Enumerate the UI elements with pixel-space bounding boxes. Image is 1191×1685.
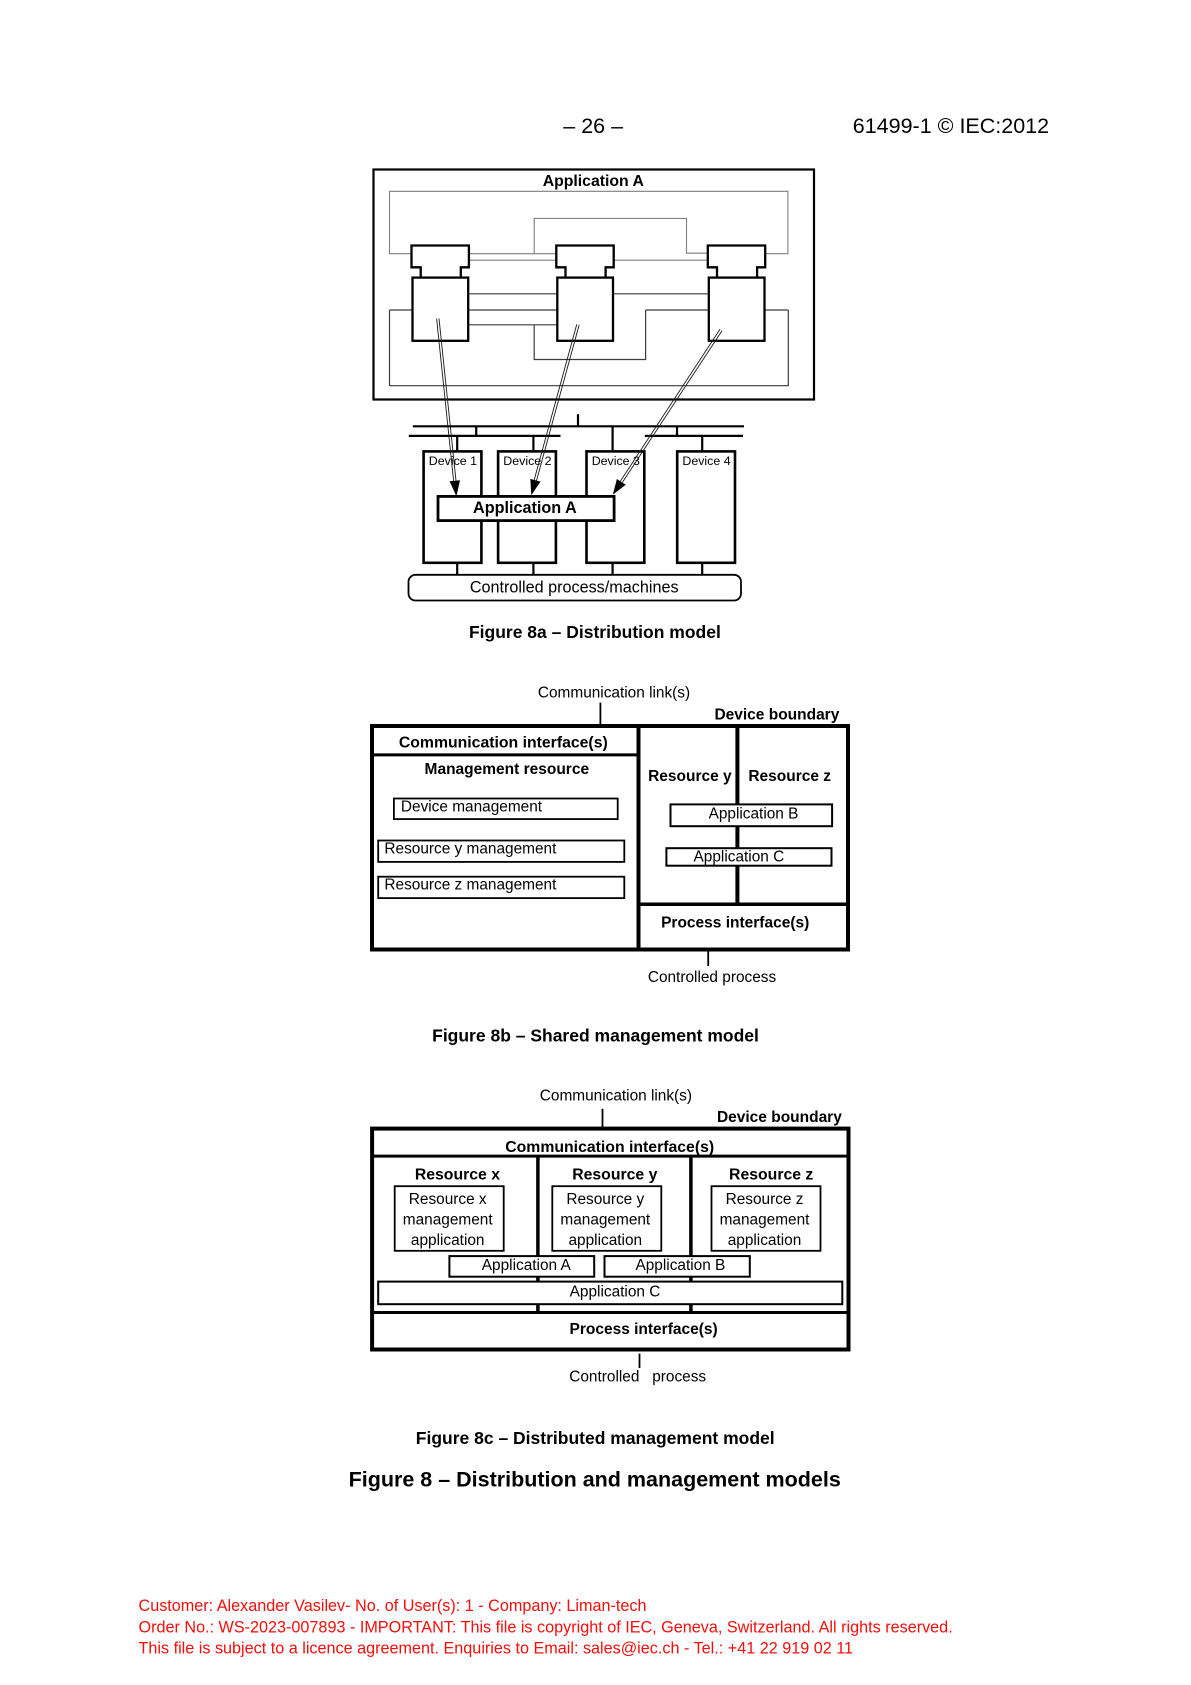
svg-text:Controlled process: Controlled process [569,1368,706,1385]
svg-text:Resource x: Resource x [415,1167,500,1184]
svg-text:Resource z management: Resource z management [384,877,557,894]
svg-text:management: management [403,1211,494,1228]
svg-text:This file is subject to a lice: This file is subject to a licence agreem… [139,1640,854,1658]
svg-text:Controlled process: Controlled process [648,969,777,986]
svg-text:Resource z: Resource z [726,1191,804,1208]
svg-text:Process interface(s): Process interface(s) [570,1321,718,1338]
svg-text:Application C: Application C [570,1284,661,1301]
svg-text:Communication interface(s): Communication interface(s) [505,1139,714,1156]
svg-text:Device boundary: Device boundary [714,706,839,723]
svg-text:Figure 8b – Shared management: Figure 8b – Shared management model [432,1026,759,1046]
svg-text:Order No.: WS-2023-007893 - IM: Order No.: WS-2023-007893 - IMPORTANT: T… [139,1618,953,1636]
svg-text:Application B: Application B [635,1257,725,1274]
svg-text:Management resource: Management resource [425,761,590,778]
svg-text:61499-1 © IEC:2012: 61499-1 © IEC:2012 [853,114,1049,138]
svg-text:Process interface(s): Process interface(s) [661,914,809,931]
svg-text:application: application [411,1232,485,1249]
svg-text:Device 1: Device 1 [429,454,477,468]
svg-text:Resource x: Resource x [409,1191,487,1208]
svg-text:Application B: Application B [709,806,799,823]
svg-text:Device 2: Device 2 [503,454,551,468]
svg-text:Figure 8 – Distribution and ma: Figure 8 – Distribution and management m… [349,1467,841,1491]
svg-text:Application A: Application A [543,173,644,190]
svg-text:Device 3: Device 3 [592,454,640,468]
svg-text:management: management [560,1211,651,1228]
svg-text:application: application [569,1232,643,1249]
svg-text:management: management [720,1211,811,1228]
svg-text:Application C: Application C [694,849,785,866]
svg-text:Resource z: Resource z [729,1167,813,1184]
svg-text:– 26 –: – 26 – [563,114,623,138]
svg-text:Resource y: Resource y [648,768,732,785]
svg-text:Communication interface(s): Communication interface(s) [399,735,608,752]
svg-text:Resource y: Resource y [566,1191,644,1208]
svg-text:application: application [728,1232,802,1249]
svg-text:Device management: Device management [401,799,543,816]
svg-text:Resource y: Resource y [572,1167,657,1184]
svg-text:Figure 8a – Distribution model: Figure 8a – Distribution model [469,622,721,642]
svg-text:Resource z: Resource z [748,768,831,785]
svg-text:Figure 8c – Distributed manage: Figure 8c – Distributed management model [416,1428,775,1448]
svg-text:Controlled process/machines: Controlled process/machines [470,579,679,597]
svg-text:Device boundary: Device boundary [717,1109,842,1126]
svg-text:Customer: Alexander Vasilev- N: Customer: Alexander Vasilev- No. of User… [139,1597,647,1615]
svg-text:Application A: Application A [473,499,577,517]
svg-text:Resource y management: Resource y management [384,841,557,858]
svg-text:Communication link(s): Communication link(s) [540,1087,692,1104]
svg-text:Device 4: Device 4 [682,454,730,468]
svg-text:Communication link(s): Communication link(s) [538,684,690,701]
svg-text:Application A: Application A [482,1257,572,1274]
